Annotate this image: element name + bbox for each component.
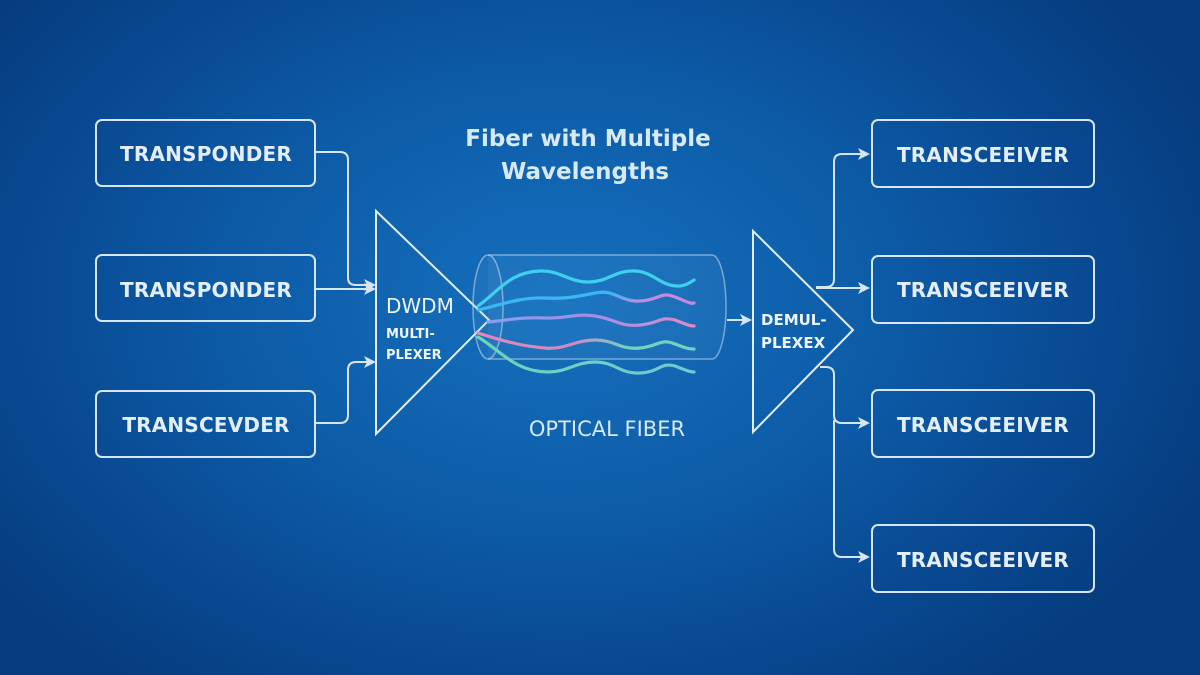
dwdm-multiplexer: DWDM MULTI- PLEXER: [375, 208, 491, 437]
connector-output-3: [820, 366, 862, 424]
arrowhead-output-1: [858, 148, 870, 160]
wavelength-3: [486, 313, 696, 328]
demultiplexer-label-line1: DEMUL-: [761, 311, 827, 329]
connector-output-4: [833, 420, 862, 558]
connector-input-1: [316, 151, 368, 286]
output-box-label: TRANSCEEIVER: [897, 413, 1069, 437]
connector-input-3: [316, 361, 368, 424]
optical-fiber-label: OPTICAL FIBER: [529, 417, 685, 441]
multiplexer-label-line3: PLEXER: [386, 348, 442, 363]
arrowhead-fiber-demux: [740, 314, 752, 326]
input-box-label: TRANSCEVDER: [122, 413, 289, 437]
arrowhead-input-3: [364, 356, 376, 368]
output-box-label: TRANSCEEIVER: [897, 548, 1069, 572]
output-box-transceiver-2: TRANSCEEIVER: [871, 255, 1095, 324]
arrowhead-input-2: [364, 283, 376, 295]
arrowhead-output-2: [858, 282, 870, 294]
output-box-transceiver-3: TRANSCEEIVER: [871, 389, 1095, 458]
output-box-label: TRANSCEEIVER: [897, 278, 1069, 302]
multiplexer-label-line1: DWDM: [386, 294, 454, 318]
wavelength-1: [476, 269, 696, 308]
wavelength-5: [476, 335, 696, 375]
output-box-transceiver-1: TRANSCEEIVER: [871, 119, 1095, 188]
input-box-transponder-2: TRANSPONDER: [95, 254, 316, 322]
arrowhead-output-3: [858, 417, 870, 429]
demultiplexer: DEMUL- PLEXEX: [752, 228, 855, 435]
wavelength-4: [476, 331, 696, 351]
input-box-transponder-1: TRANSPONDER: [95, 119, 316, 187]
connector-output-1: [816, 153, 862, 288]
input-box-label: TRANSPONDER: [120, 142, 292, 166]
diagram-title-line1: Fiber with Multiple: [465, 126, 711, 152]
input-box-label: TRANSPONDER: [120, 278, 292, 302]
diagram-title-line2: Wavelengths: [501, 159, 669, 185]
multiplexer-label-line2: MULTI-: [386, 327, 435, 342]
arrowhead-output-4: [858, 551, 870, 563]
optical-fiber-cylinder: [472, 254, 727, 360]
output-box-transceiver-4: TRANSCEEIVER: [871, 524, 1095, 593]
input-box-transceiver-3: TRANSCEVDER: [95, 390, 316, 458]
wavelength-2: [476, 290, 696, 312]
demultiplexer-label-line2: PLEXEX: [761, 334, 826, 352]
output-box-label: TRANSCEEIVER: [897, 143, 1069, 167]
